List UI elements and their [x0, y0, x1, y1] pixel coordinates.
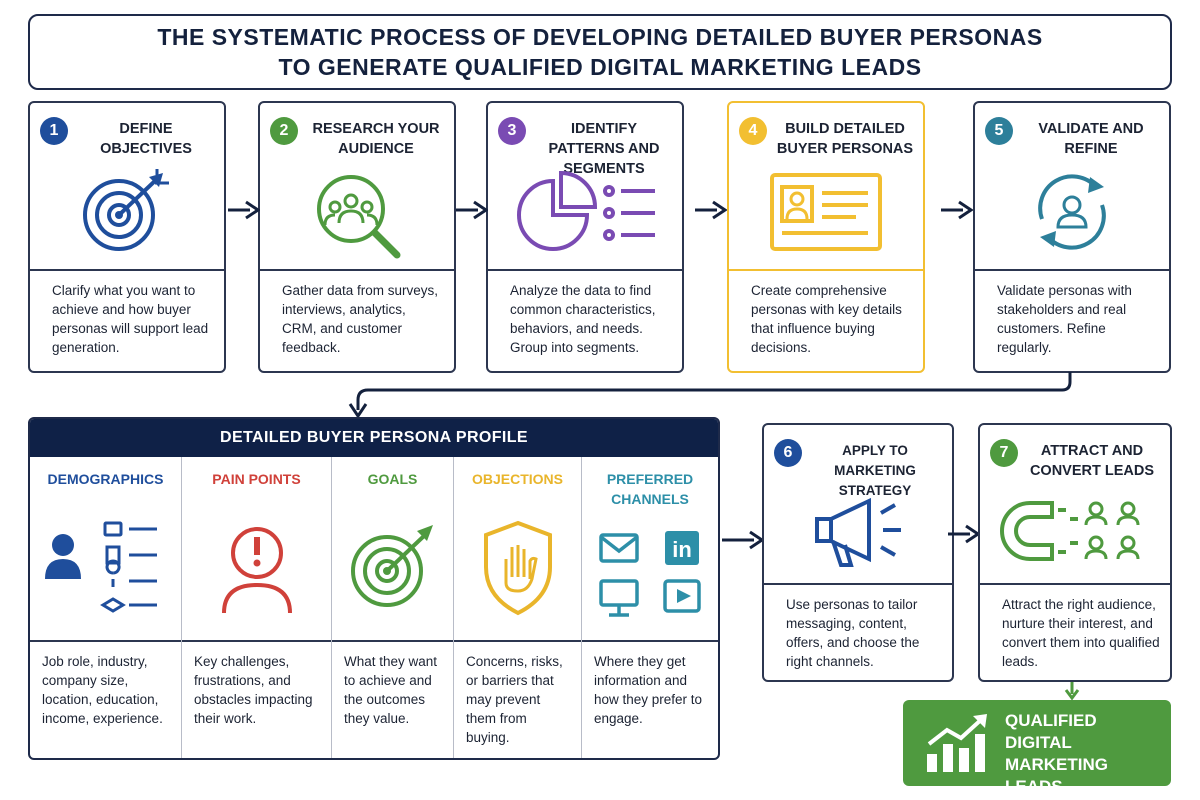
arrow-persona-to-step6 [722, 530, 764, 550]
step-6-title: APPLY TO MARKETING STRATEGY [834, 443, 916, 498]
goal-target-icon [350, 525, 433, 607]
persona-profile-panel: DETAILED BUYER PERSONA PROFILE DEMOGRAPH… [28, 417, 720, 760]
step-4-number: 4 [739, 117, 767, 145]
qualified-leads-result: QUALIFIED DIGITAL MARKETING LEADS [903, 700, 1171, 796]
persona-profile-header: DETAILED BUYER PERSONA PROFILE [30, 419, 718, 457]
step-1-number: 1 [40, 117, 68, 145]
result-line-3: LEADS [1005, 777, 1063, 796]
step-6-number: 6 [774, 439, 802, 467]
step-1-description: Clarify what you want to achieve and how… [52, 283, 209, 355]
pain-points-description: Key challenges, frustrations, and obstac… [182, 640, 331, 758]
step-3-description: Analyze the data to find common characte… [510, 283, 656, 355]
step-2-number: 2 [270, 117, 298, 145]
arrow-step6-to-step7 [948, 524, 980, 544]
persona-column-objections: OBJECTIONS Concerns, risks, or barriers … [454, 457, 582, 758]
page-title: THE SYSTEMATIC PROCESS OF DEVELOPING DET… [28, 14, 1172, 90]
title-line-1: THE SYSTEMATIC PROCESS OF DEVELOPING DET… [157, 24, 1043, 50]
pain-points-title: PAIN POINTS [212, 471, 301, 487]
step-7-description: Attract the right audience, nurture thei… [1002, 597, 1160, 669]
persona-column-pain-points: PAIN POINTS Key challenges, frustrations… [182, 457, 332, 758]
user-info-icon [44, 521, 157, 613]
step-3-number: 3 [498, 117, 526, 145]
shield-hand-icon [483, 520, 552, 616]
refresh-user-icon [1038, 174, 1106, 250]
demographics-title: DEMOGRAPHICS [47, 471, 164, 487]
goals-title: GOALS [367, 471, 418, 487]
step-6-card: 6 APPLY TO MARKETING STRATEGY Use person… [762, 423, 954, 682]
preferred-channels-description: Where they get information and how they … [582, 640, 718, 758]
step-4-description: Create comprehensive personas with key d… [751, 283, 902, 355]
step-1-title: DEFINE OBJECTIVES [100, 121, 192, 157]
step-5-card: 5 VALIDATE AND REFINE Validate personas … [973, 101, 1171, 373]
growth-chart-icon [927, 714, 987, 772]
step-5-description: Validate personas with stakeholders and … [997, 283, 1132, 355]
preferred-channels-title: PREFERRED CHANNELS [606, 471, 694, 507]
demographics-description: Job role, industry, company size, locati… [30, 640, 181, 758]
arrow-step7-to-result [1064, 682, 1080, 700]
persona-column-preferred-channels: PREFERRED CHANNELS in Where th [582, 457, 718, 758]
arrow-step3-to-step4 [695, 200, 727, 220]
persona-column-goals: GOALS What they want to achieve and the … [332, 457, 454, 758]
pain-point-icon [221, 527, 292, 614]
title-line-2: TO GENERATE QUALIFIED DIGITAL MARKETING … [278, 54, 922, 80]
step-5-title: VALIDATE AND REFINE [1038, 121, 1144, 157]
connector-step5-to-persona [348, 372, 1072, 418]
step-3-title: IDENTIFY PATTERNS AND SEGMENTS [548, 121, 660, 177]
step-2-description: Gather data from surveys, interviews, an… [282, 283, 439, 355]
step-2-title: RESEARCH YOUR AUDIENCE [312, 121, 440, 157]
goals-description: What they want to achieve and the outcom… [332, 640, 453, 758]
megaphone-icon [815, 497, 901, 567]
pie-chart-icon [517, 170, 655, 251]
step-6-description: Use personas to tailor messaging, conten… [786, 597, 920, 669]
target-icon [83, 169, 169, 251]
audience-search-icon [317, 175, 401, 259]
magnet-icon [1000, 501, 1140, 561]
result-line-1: QUALIFIED [1005, 711, 1097, 730]
step-4-title: BUILD DETAILED BUYER PERSONAS [776, 121, 914, 157]
objections-title: OBJECTIONS [471, 471, 563, 487]
step-5-number: 5 [985, 117, 1013, 145]
arrow-step2-to-step3 [456, 200, 488, 220]
arrow-step4-to-step5 [941, 200, 973, 220]
step-1-card: 1 DEFINE OBJECTIVES Clarify what you wan… [28, 101, 226, 373]
persona-card-icon [770, 173, 882, 251]
result-line-2: DIGITAL MARKETING [1005, 733, 1108, 774]
step-4-card: 4 BUILD DETAILED BUYER PERSONAS Create c… [727, 101, 925, 373]
persona-column-demographics: DEMOGRAPHICS [30, 457, 182, 758]
objections-description: Concerns, risks, or barriers that may pr… [454, 640, 581, 758]
arrow-step1-to-step2 [228, 200, 260, 220]
step-2-card: 2 RESEARCH YOUR AUDIENCE Gather data fro… [258, 101, 456, 373]
step-7-number: 7 [990, 439, 1018, 467]
channels-icon: in [599, 531, 701, 617]
step-7-title: ATTRACT AND CONVERT LEADS [1029, 443, 1155, 479]
step-3-card: 3 IDENTIFY PATTERNS AND SEGMENTS Analyze… [486, 101, 684, 373]
step-7-card: 7 ATTRACT AND CONVERT LEADS [978, 423, 1172, 682]
linkedin-icon: in [672, 537, 692, 562]
